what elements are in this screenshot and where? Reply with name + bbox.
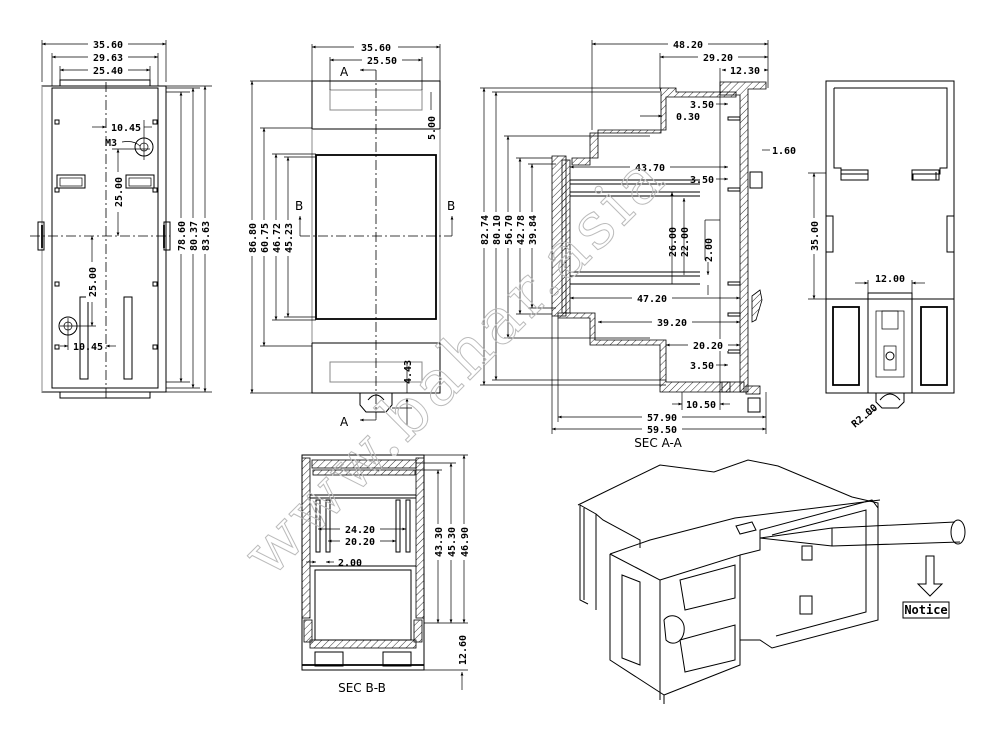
dim-a-h5: 39.84 xyxy=(528,215,539,245)
dim-a-step: 0.30 xyxy=(676,112,700,123)
notice-arrow-icon xyxy=(916,555,944,597)
back-slot-left xyxy=(56,174,86,189)
dim-a-w-right: 12.30 xyxy=(730,66,760,77)
dim-b-h4: 12.60 xyxy=(458,635,469,665)
section-mark-b-right: B xyxy=(447,199,455,213)
dim-a-v2: 22.00 xyxy=(680,227,691,257)
back-slot-right xyxy=(125,174,155,189)
dim-a-w-step2: 20.20 xyxy=(693,341,723,352)
dim-a-w-top: 48.20 xyxy=(673,40,703,51)
dim-side-h: 35.00 xyxy=(810,221,821,251)
dim-a-v3: 2.00 xyxy=(704,238,715,262)
dim-b-w2: 20.20 xyxy=(345,537,375,548)
dim-b-h1: 43.30 xyxy=(434,527,445,557)
dim-a-t1: 3.50 xyxy=(690,100,714,111)
section-mark-a-top: A xyxy=(340,65,349,79)
dim-a-w-total1: 57.90 xyxy=(647,413,677,424)
dim-side-radius: R2.00 xyxy=(850,403,880,431)
dim-back-h3: 83.63 xyxy=(201,221,212,251)
dim-back-width-total: 35.60 xyxy=(93,40,123,51)
section-a-title: SEC A-A xyxy=(634,436,682,450)
dim-a-foot: 10.50 xyxy=(686,400,716,411)
dim-front-h2: 46.72 xyxy=(272,223,283,253)
iso-din-clip xyxy=(663,615,685,644)
iso-top-edge xyxy=(577,459,879,520)
dim-b-h3: 46.90 xyxy=(460,527,471,557)
notice-box xyxy=(902,601,950,619)
dim-hole-offset-bottom: 10.45 xyxy=(73,342,103,353)
isometric-view: Notice xyxy=(577,459,966,704)
dim-b-h2: 45.30 xyxy=(447,527,458,557)
front-view: A A B B 35.60 25.50 5.00 86.80 60.75 xyxy=(246,41,455,429)
dim-back-width-inner: 25.40 xyxy=(93,66,123,77)
dim-front-h3: 45.23 xyxy=(284,223,295,253)
back-inner-outline xyxy=(51,87,159,389)
side-view: 35.00 12.00 R2.00 xyxy=(808,80,955,431)
dim-a-t3: 3.50 xyxy=(690,361,714,372)
section-b-title: SEC B-B xyxy=(338,681,386,695)
notice-label: Notice xyxy=(904,603,947,617)
dim-b-w3: 2.00 xyxy=(338,558,362,569)
dim-a-h2: 80.10 xyxy=(492,215,503,245)
dim-a-w-mid: 29.20 xyxy=(703,53,733,64)
section-mark-b-left: B xyxy=(295,199,303,213)
side-body-upper xyxy=(825,80,955,300)
thread-label: M3 xyxy=(105,138,117,149)
dim-front-width-total: 35.60 xyxy=(361,43,391,54)
dim-a-w-step: 39.20 xyxy=(657,318,687,329)
dim-hole-v-bottom: 25.00 xyxy=(88,267,99,297)
section-a-view: 48.20 29.20 12.30 3.50 0.30 1.60 43.70 3… xyxy=(478,38,796,450)
dim-back-width-mid: 29.63 xyxy=(93,53,123,64)
dim-a-clip: 1.60 xyxy=(772,146,796,157)
dim-a-t2: 3.50 xyxy=(690,175,714,186)
section-mark-a-bottom: A xyxy=(340,415,349,429)
dim-a-w-total2: 59.50 xyxy=(647,425,677,436)
dim-a-w-inner: 43.70 xyxy=(635,163,665,174)
dim-hole-offset-top: 10.45 xyxy=(111,123,141,134)
dim-front-slot-depth: 5.00 xyxy=(427,116,438,140)
back-view: 35.60 29.63 25.40 10.45 M3 25.00 25.00 1… xyxy=(30,38,212,399)
dim-a-h4: 42.78 xyxy=(516,215,527,245)
dim-a-h1: 82.74 xyxy=(480,215,491,245)
dim-front-h1: 60.75 xyxy=(260,223,271,253)
dim-front-width-window: 25.50 xyxy=(367,56,397,67)
dim-back-h2: 80.37 xyxy=(189,221,200,251)
dim-side-w: 12.00 xyxy=(875,274,905,285)
section-b-view: 24.20 20.20 2.00 43.30 45.30 46.90 12.60… xyxy=(301,454,471,695)
dim-a-v1: 26.00 xyxy=(668,227,679,257)
section-a-top-wall xyxy=(571,87,737,166)
dim-front-bottom-offset: 4.43 xyxy=(403,360,414,384)
dim-b-w1: 24.20 xyxy=(345,525,375,536)
dim-front-h-total: 86.80 xyxy=(248,223,259,253)
dim-hole-v-top: 25.00 xyxy=(114,177,125,207)
dim-a-h3: 56.70 xyxy=(504,215,515,245)
dim-back-h1: 78.60 xyxy=(177,221,188,251)
dim-a-w-inner2: 47.20 xyxy=(637,294,667,305)
